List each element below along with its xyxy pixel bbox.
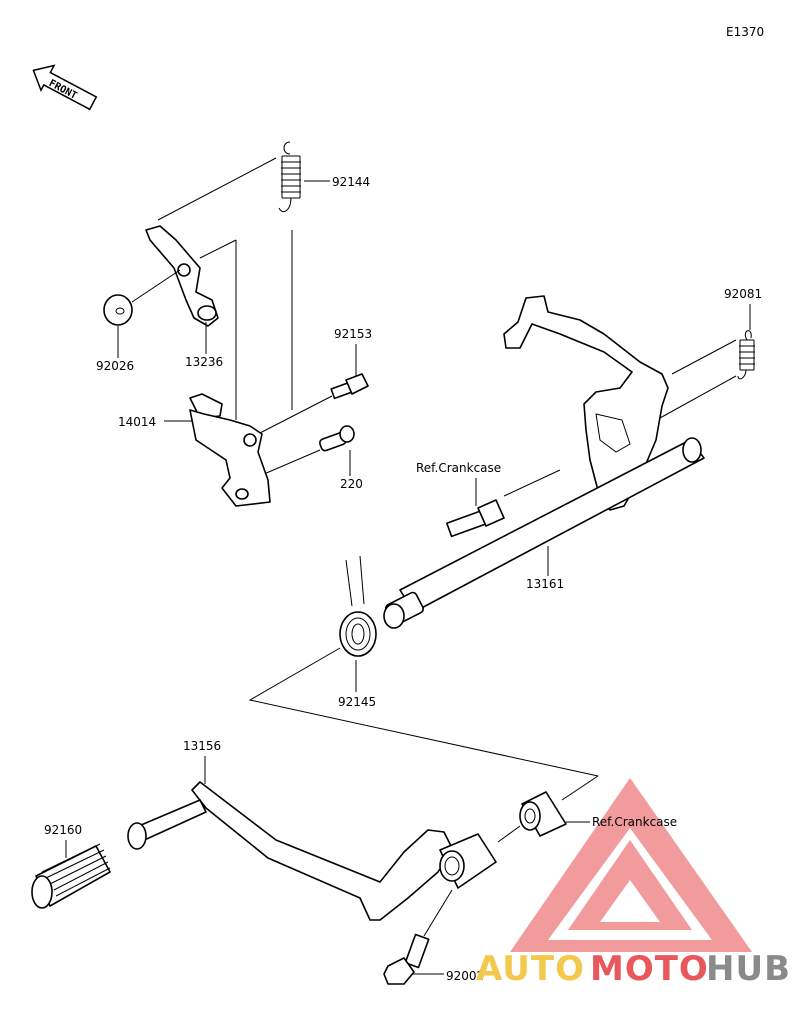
watermark-word-1: AUTO <box>476 949 585 989</box>
bolt-ref-crankcase <box>446 499 505 538</box>
label-92144: 92144 <box>332 175 370 189</box>
pedal-rubber-92160 <box>31 843 111 909</box>
washer-92026 <box>103 294 133 326</box>
lever-14014 <box>189 393 271 507</box>
label-92145: 92145 <box>338 695 376 709</box>
bolt-92002 <box>383 933 430 985</box>
label-ref-crankcase-lower: Ref.Crankcase <box>592 815 677 829</box>
collar-ref-crankcase <box>519 791 567 837</box>
label-220: 220 <box>340 477 363 491</box>
pin-220 <box>318 425 355 452</box>
label-92026: 92026 <box>96 359 134 373</box>
spring-92081 <box>737 330 755 380</box>
diagram-code: E1370 <box>726 25 764 39</box>
watermark-word-2: MOTO <box>590 949 709 989</box>
label-92002: 92002 <box>446 969 484 983</box>
label-13236: 13236 <box>185 355 223 369</box>
label-13161: 13161 <box>526 577 564 591</box>
label-13156: 13156 <box>183 739 221 753</box>
bolt-92153 <box>330 373 369 400</box>
watermark-logo <box>510 778 752 952</box>
spring-92145 <box>339 555 377 657</box>
watermark-text: AUTO MOTO HUB <box>476 949 791 989</box>
shift-shaft-13161 <box>383 295 705 629</box>
label-ref-crankcase-upper: Ref.Crankcase <box>416 461 501 475</box>
watermark-word-3: HUB <box>706 949 791 989</box>
label-92153: 92153 <box>334 327 372 341</box>
label-14014: 14014 <box>118 415 156 429</box>
link-13236 <box>145 225 219 327</box>
label-92081: 92081 <box>724 287 762 301</box>
label-92160: 92160 <box>44 823 82 837</box>
spring-92144 <box>278 141 301 213</box>
front-arrow-icon: FRONT <box>32 64 98 111</box>
gear-pedal-13156 <box>127 781 497 921</box>
